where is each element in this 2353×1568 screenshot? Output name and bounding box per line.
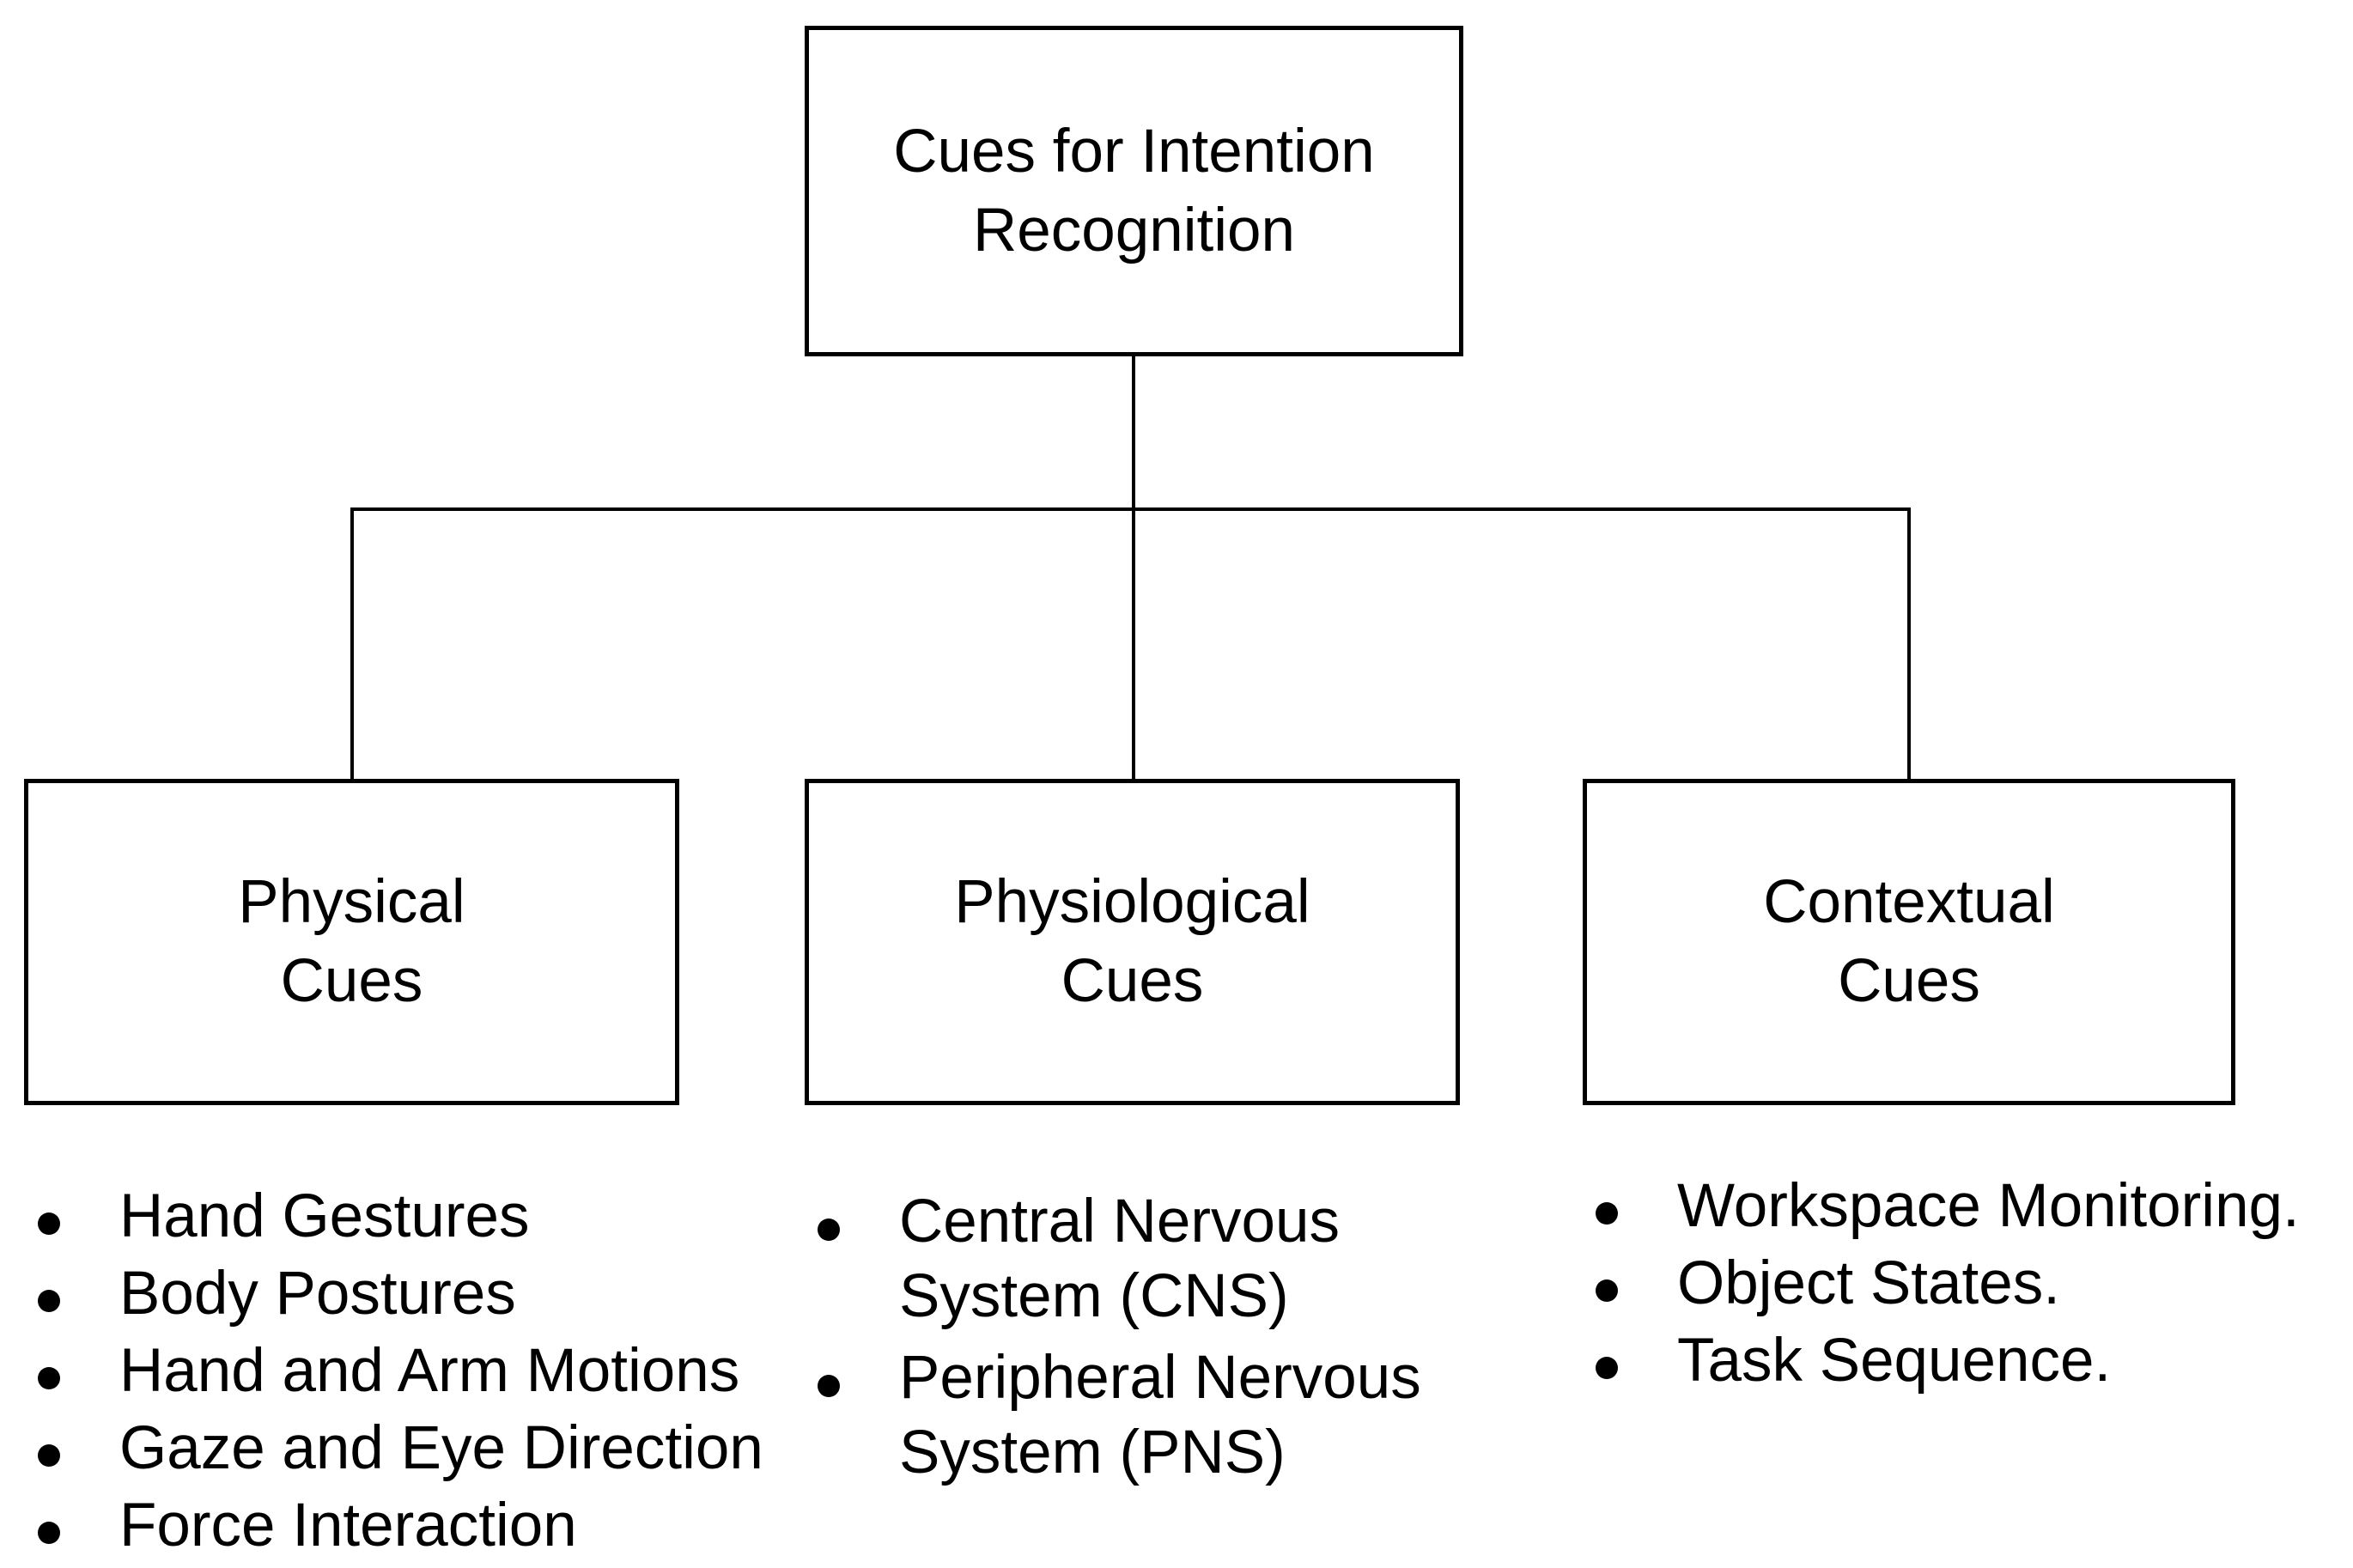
list-item-text: Peripheral Nervous System (PNS) bbox=[899, 1344, 1421, 1486]
connector-root-stem bbox=[1132, 356, 1135, 511]
bullet-icon bbox=[38, 1212, 60, 1235]
list-item-text: Task Sequence. bbox=[1677, 1327, 2112, 1395]
branch-box-physical-label: Physical Cues bbox=[238, 863, 465, 1021]
bullet-icon bbox=[818, 1375, 840, 1397]
list-item: Central Nervous System (CNS) bbox=[818, 1184, 1457, 1334]
connector-drop-physiological bbox=[1132, 507, 1135, 779]
branch-box-physiological-label: Physiological Cues bbox=[954, 863, 1310, 1021]
bullet-icon bbox=[38, 1444, 60, 1467]
list-item: Hand Gestures bbox=[38, 1178, 763, 1255]
branch-box-physiological-label-line-1: Physiological bbox=[954, 868, 1310, 936]
list-item-text: Hand and Arm Motions bbox=[119, 1337, 740, 1405]
branch-box-contextual: Contextual Cues bbox=[1583, 779, 2235, 1105]
bullet-icon bbox=[1596, 1202, 1618, 1225]
bullet-icon bbox=[1596, 1279, 1618, 1302]
branch-box-physical: Physical Cues bbox=[24, 779, 679, 1105]
list-item-text: Central Nervous System (CNS) bbox=[899, 1188, 1340, 1330]
root-box-label-line-2: Recognition bbox=[973, 196, 1295, 264]
root-box-label: Cues for Intention Recognition bbox=[893, 112, 1374, 270]
list-item-text: Force Interaction bbox=[119, 1492, 577, 1559]
branch-box-physiological-label-line-2: Cues bbox=[1061, 947, 1204, 1015]
branch-box-physiological: Physiological Cues bbox=[805, 779, 1460, 1105]
list-item-text: Hand Gestures bbox=[119, 1182, 530, 1250]
bullet-icon bbox=[38, 1290, 60, 1312]
bullet-icon bbox=[38, 1522, 60, 1544]
list-item: Body Postures bbox=[38, 1255, 763, 1333]
root-box-label-line-1: Cues for Intention bbox=[893, 117, 1375, 185]
branch-box-contextual-label: Contextual Cues bbox=[1763, 863, 2054, 1021]
bullet-icon bbox=[818, 1219, 840, 1241]
branch-box-contextual-label-line-1: Contextual bbox=[1763, 868, 2055, 936]
list-item: Force Interaction bbox=[38, 1487, 763, 1565]
list-item-text: Gaze and Eye Direction bbox=[119, 1414, 763, 1482]
bullet-icon bbox=[38, 1367, 60, 1389]
branch-box-physical-label-line-2: Cues bbox=[280, 947, 423, 1015]
root-box: Cues for Intention Recognition bbox=[805, 26, 1463, 356]
list-item: Task Sequence. bbox=[1596, 1322, 2300, 1400]
connector-drop-physical bbox=[350, 507, 354, 779]
connector-branch-bar bbox=[350, 507, 1911, 511]
list-item-text: Object States. bbox=[1677, 1249, 2060, 1317]
list-item: Object States. bbox=[1596, 1245, 2300, 1322]
list-item-text: Body Postures bbox=[119, 1260, 516, 1328]
connector-drop-contextual bbox=[1907, 507, 1911, 779]
list-item-text: Workspace Monitoring. bbox=[1677, 1172, 2300, 1240]
list-item: Peripheral Nervous System (PNS) bbox=[818, 1340, 1457, 1490]
branch-box-contextual-label-line-2: Cues bbox=[1838, 947, 1980, 1015]
bullet-list-contextual: Workspace Monitoring. Object States. Tas… bbox=[1596, 1168, 2300, 1400]
list-item: Hand and Arm Motions bbox=[38, 1333, 763, 1410]
bullet-list-physical: Hand Gestures Body Postures Hand and Arm… bbox=[38, 1178, 763, 1565]
bullet-list-physiological: Central Nervous System (CNS) Peripheral … bbox=[818, 1184, 1457, 1497]
list-item: Gaze and Eye Direction bbox=[38, 1410, 763, 1487]
branch-box-physical-label-line-1: Physical bbox=[238, 868, 465, 936]
list-item: Workspace Monitoring. bbox=[1596, 1168, 2300, 1245]
bullet-icon bbox=[1596, 1357, 1618, 1379]
